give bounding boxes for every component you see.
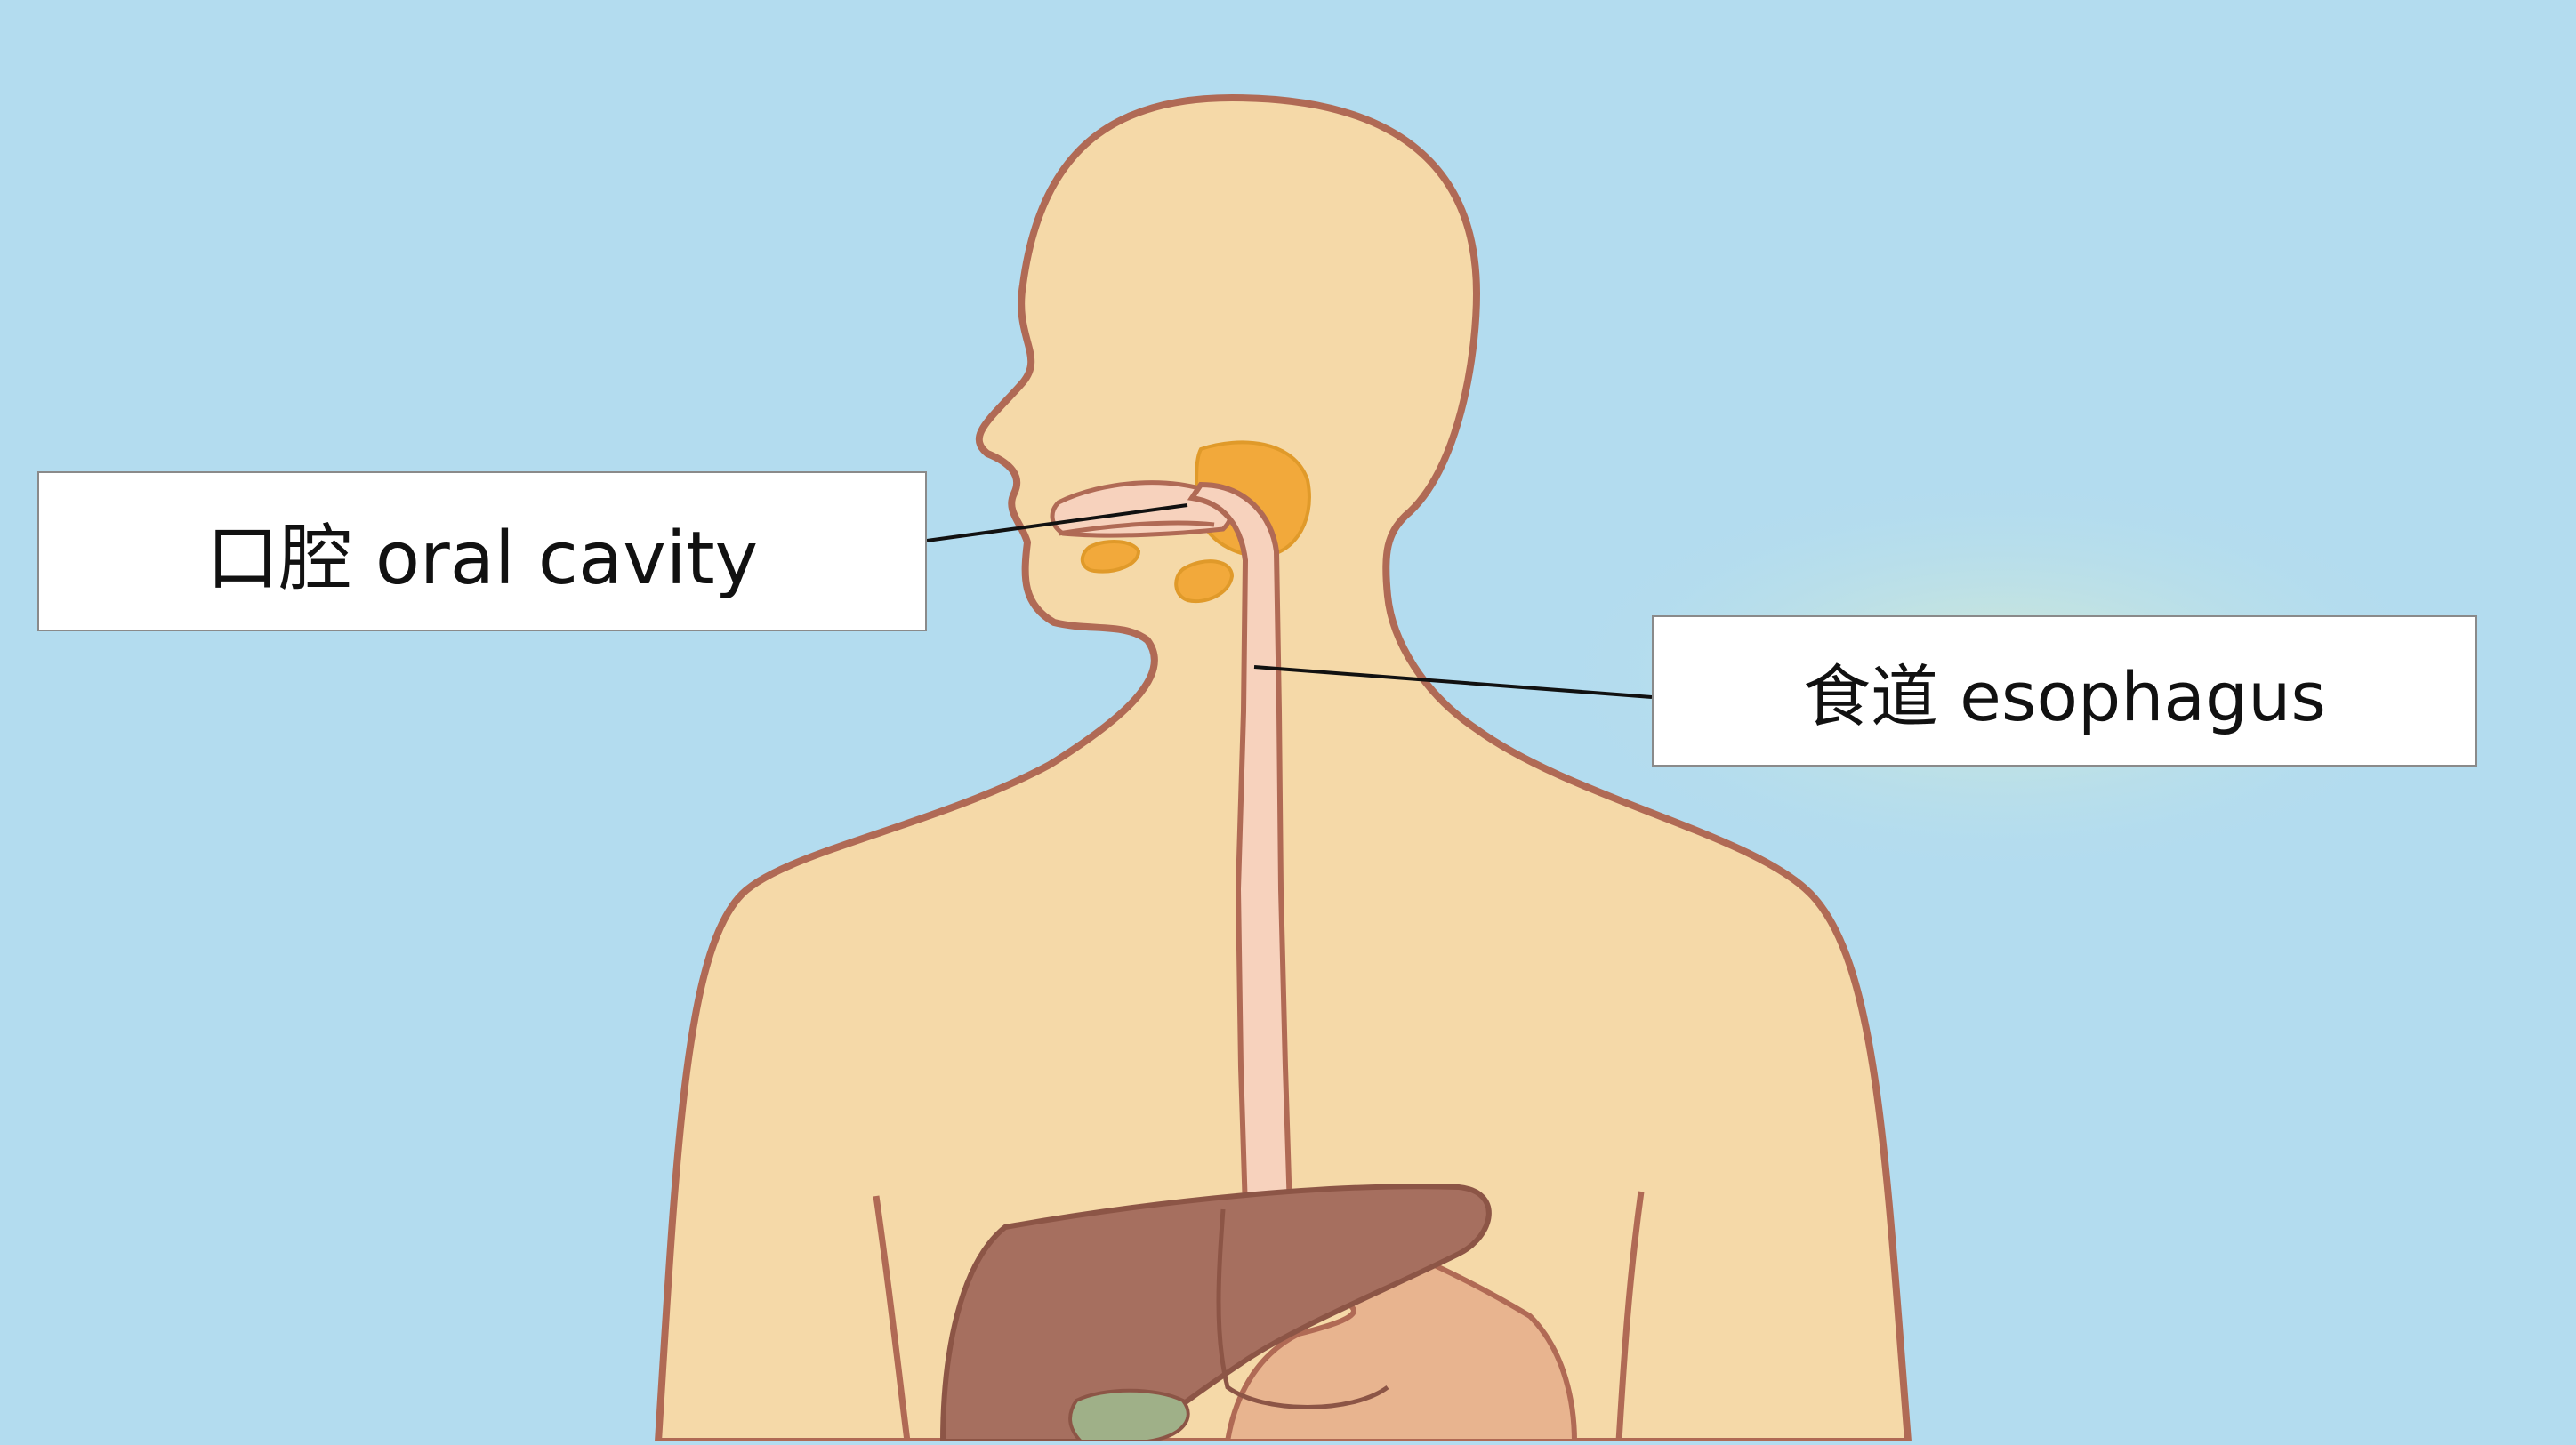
esophagus-leader-line [1253,665,1653,699]
oral-cavity-label-text: 口腔 oral cavity [205,516,759,601]
tongue [1058,520,1215,536]
gallbladder [1068,1388,1190,1443]
sublingual-gland [1080,540,1141,574]
liver [939,1184,1492,1444]
esophagus-label: 食道 esophagus [1652,615,2477,767]
left-arm-line [873,1195,911,1442]
submandibular-gland [1174,559,1235,604]
oral-cavity-label: 口腔 oral cavity [37,471,927,631]
oral-cavity-leader-line [926,503,1188,542]
esophagus-tube [1187,481,1293,1212]
right-arm-line [1615,1191,1645,1442]
esophagus-over-liver [1216,1208,1389,1409]
esophagus-label-text: 食道 esophagus [1803,657,2326,736]
body-silhouette [654,93,1912,1445]
